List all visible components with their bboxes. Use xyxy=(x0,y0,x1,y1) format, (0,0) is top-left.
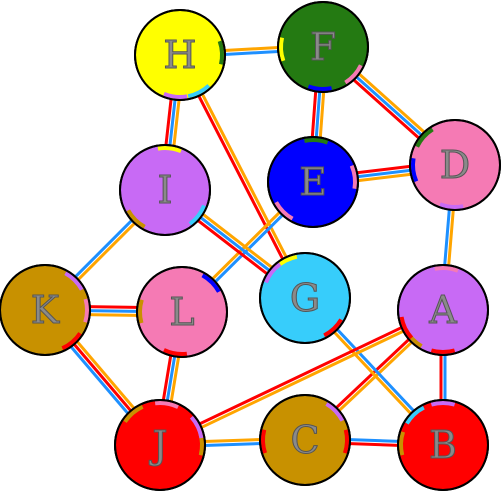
node-F[interactable]: F xyxy=(277,1,369,93)
rim-marker xyxy=(163,91,188,99)
node-label: H xyxy=(163,33,196,77)
edge-A-J xyxy=(158,306,445,449)
edge-strand xyxy=(158,306,443,445)
rim-marker xyxy=(399,431,406,456)
node-D[interactable]: D xyxy=(409,119,501,211)
rim-marker xyxy=(415,127,434,148)
node-K[interactable]: K xyxy=(0,264,91,356)
rim-marker xyxy=(188,204,206,226)
rim-marker xyxy=(187,84,211,99)
rim-marker xyxy=(342,429,349,454)
rim-marker xyxy=(434,266,459,273)
rim-marker xyxy=(123,404,144,423)
node-I[interactable]: I xyxy=(119,144,211,236)
rim-marker xyxy=(274,201,294,221)
node-outline xyxy=(409,119,501,211)
node-outline xyxy=(136,266,228,358)
rim-marker xyxy=(264,262,282,284)
node-label: D xyxy=(440,143,470,187)
node-outline xyxy=(267,136,359,228)
edge-strand xyxy=(160,310,445,449)
rim-marker xyxy=(349,164,357,190)
node-outline xyxy=(134,9,226,101)
node-label: B xyxy=(429,423,457,467)
node-label: I xyxy=(157,168,172,212)
node-outline xyxy=(114,399,206,491)
node-label: K xyxy=(31,288,60,332)
node-label: L xyxy=(169,290,194,334)
node-C[interactable]: C xyxy=(259,394,351,486)
rim-marker xyxy=(261,429,267,454)
rim-marker xyxy=(307,84,333,91)
rim-marker xyxy=(439,202,464,209)
node-outline xyxy=(277,1,369,93)
rim-marker xyxy=(303,138,329,145)
node-label: J xyxy=(148,423,167,467)
node-H[interactable]: H xyxy=(134,9,226,101)
rim-marker xyxy=(154,401,179,409)
node-label: G xyxy=(290,276,320,320)
rim-marker xyxy=(157,146,182,154)
rim-marker xyxy=(405,405,425,425)
rim-marker xyxy=(163,348,188,356)
rim-marker xyxy=(126,209,146,229)
rim-marker xyxy=(83,298,89,323)
edges-layer xyxy=(40,42,459,449)
node-E[interactable]: E xyxy=(267,136,359,228)
rim-marker xyxy=(399,316,414,340)
node-L[interactable]: L xyxy=(136,266,228,358)
rim-marker xyxy=(344,64,363,85)
rim-marker xyxy=(61,332,82,351)
node-outline xyxy=(397,264,489,356)
rim-marker xyxy=(430,348,456,354)
node-label: F xyxy=(310,25,336,69)
rim-marker xyxy=(411,157,419,183)
rim-marker xyxy=(323,318,343,338)
rim-marker xyxy=(64,271,84,291)
node-label: C xyxy=(290,418,319,462)
node-G[interactable]: G xyxy=(259,252,351,344)
node-J[interactable]: J xyxy=(114,399,206,491)
rim-marker xyxy=(201,273,221,293)
node-outline xyxy=(0,264,91,356)
rim-marker xyxy=(189,415,204,439)
rim-marker xyxy=(138,299,144,324)
node-outline xyxy=(259,252,351,344)
node-outline xyxy=(397,399,489,491)
node-outline xyxy=(119,144,211,236)
rim-marker xyxy=(217,40,224,65)
rim-marker xyxy=(325,402,345,422)
rim-marker xyxy=(279,37,286,62)
node-outline xyxy=(259,394,351,486)
node-A[interactable]: A xyxy=(397,264,489,356)
node-B[interactable]: B xyxy=(397,399,489,491)
node-label: E xyxy=(299,160,327,204)
rim-marker xyxy=(430,401,456,407)
node-label: A xyxy=(428,288,457,332)
